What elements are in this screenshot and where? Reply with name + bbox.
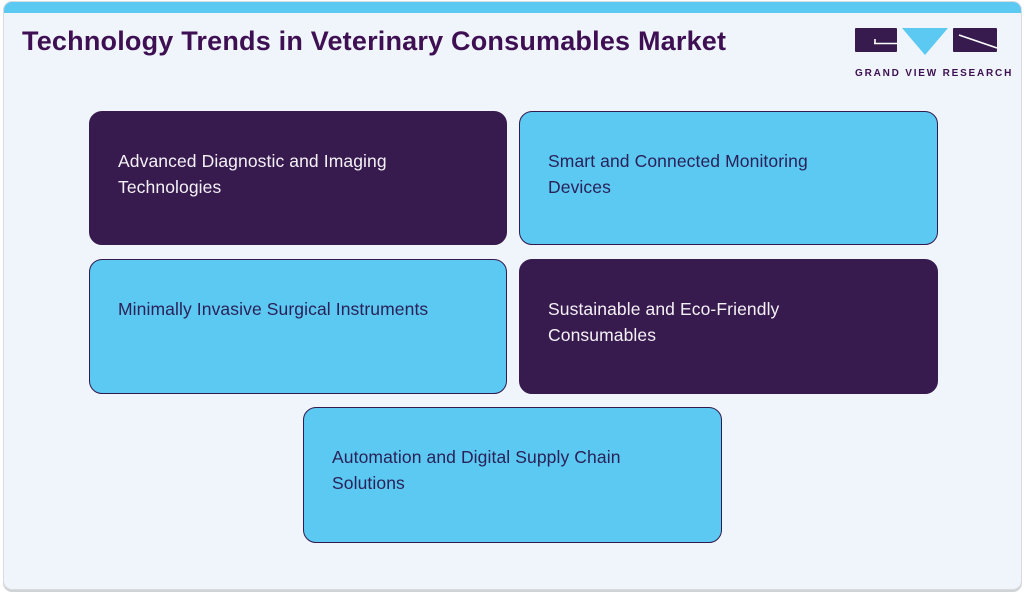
card-sustainable-eco-friendly: Sustainable and Eco-Friendly Consumables [519,259,938,394]
page-title: Technology Trends in Veterinary Consumab… [22,26,727,56]
card-advanced-diagnostic-imaging: Advanced Diagnostic and Imaging Technolo… [89,111,507,245]
grand-view-research-logo: GRAND VIEW RESEARCH [855,28,1014,79]
card-automation-digital-supply-chain: Automation and Digital Supply Chain Solu… [303,407,722,543]
gvr-logo-icon [855,28,998,61]
top-accent-bar [4,2,1021,13]
card-minimally-invasive-surgical: Minimally Invasive Surgical Instruments [89,259,507,394]
logo-brand-text: GRAND VIEW RESEARCH [855,68,1014,79]
card-smart-connected-monitoring: Smart and Connected Monitoring Devices [519,111,938,245]
